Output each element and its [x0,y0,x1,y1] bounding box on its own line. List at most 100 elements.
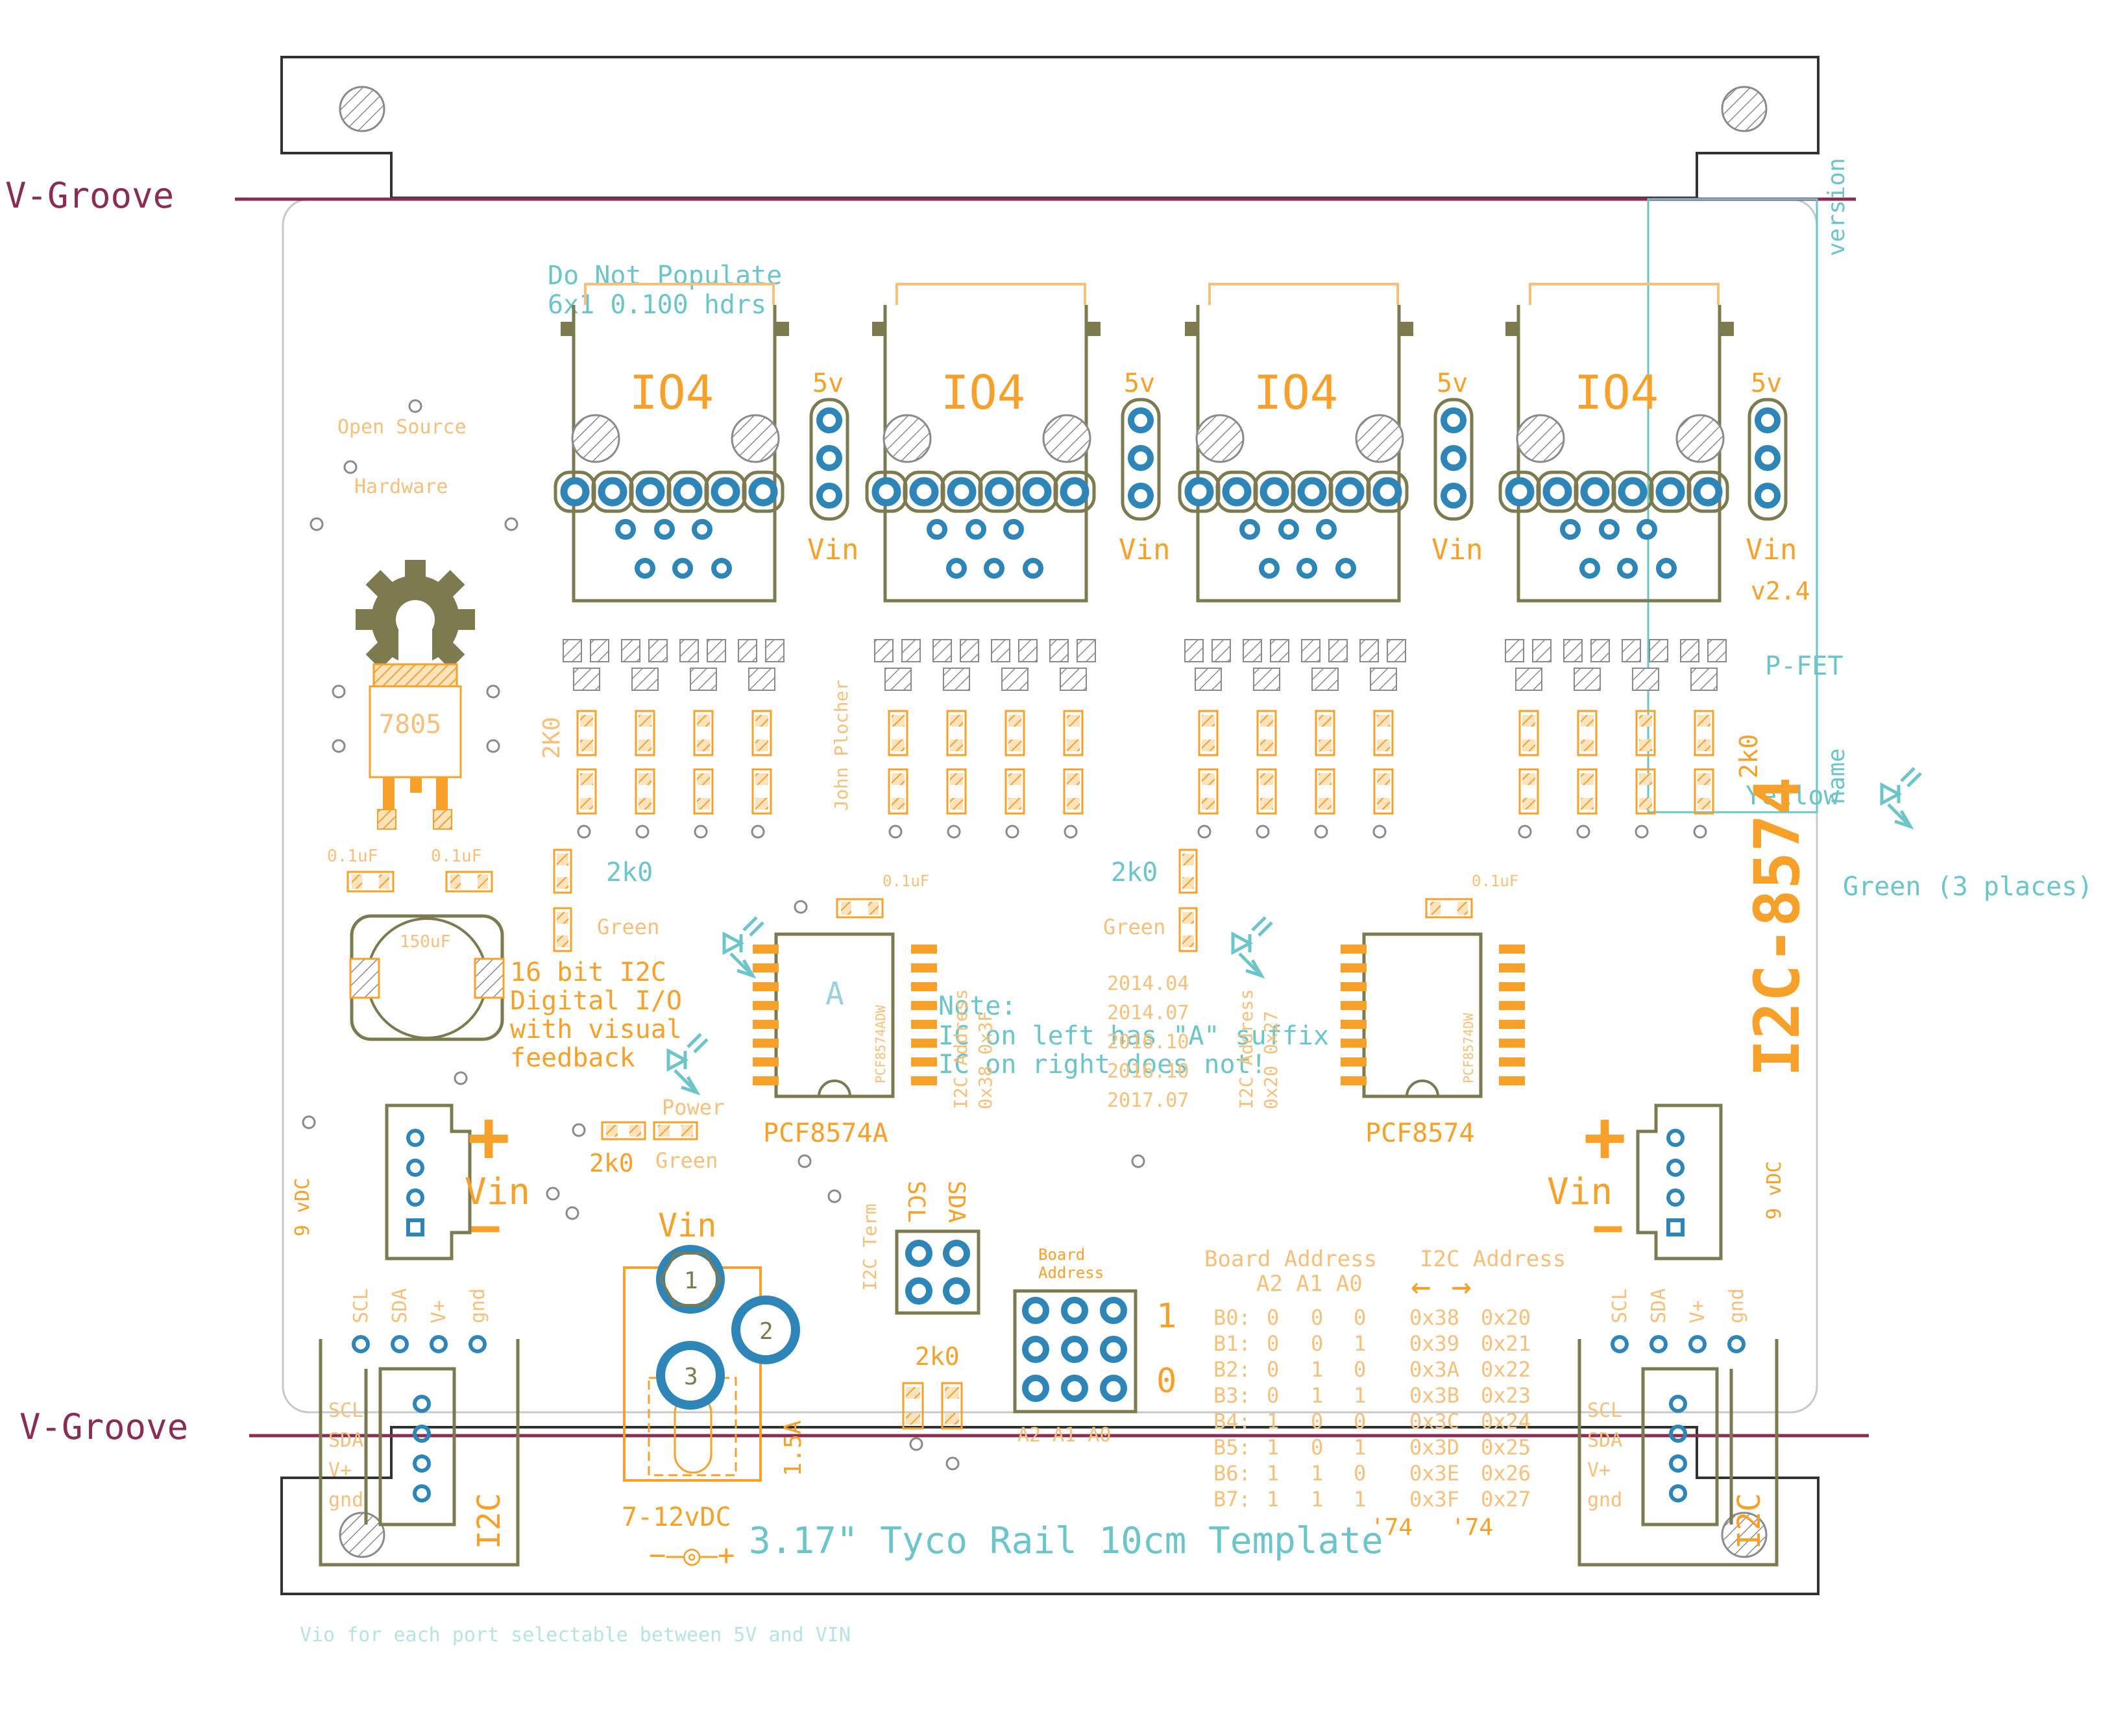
via [635,825,650,839]
i2c-addr-vert-right: I2C Address [1236,989,1257,1109]
ic-pin [1499,1076,1525,1085]
power-label: Power [662,1095,724,1120]
board-address-label-1: Board [1038,1246,1085,1264]
pin-3-label: 3 [684,1364,698,1390]
status-leds [553,849,1198,1140]
green-mid-label: Green [1103,915,1165,939]
cap-label-d: 0.1uF [1472,872,1518,890]
i2c-addr-vert-right-val: 0x20 0x27 [1260,1011,1282,1109]
via [1064,825,1078,839]
addr-table-cell: B4: [1213,1409,1251,1434]
via [1576,825,1590,839]
ic-pin [1341,1039,1367,1048]
via [947,825,961,839]
addr-title-board: Board Address [1204,1246,1377,1272]
board-address-label-2: Address [1038,1264,1104,1282]
via [888,825,903,839]
ic-pin [1499,1020,1525,1029]
addr-table-cell: 1 [1311,1461,1323,1486]
via [909,1437,923,1451]
via [827,1189,842,1203]
addr-table-cell: 0 [1311,1331,1323,1356]
addr-table-cell: 0x3B [1409,1383,1459,1408]
led-icon [722,916,764,979]
revision-date: 2014.07 [1107,1002,1189,1024]
led-channel [1359,639,1406,815]
ic-pin [1499,945,1525,954]
regulator-7805: 7805 [369,663,462,830]
led-channel [738,639,785,815]
addr-table-cell: B1: [1213,1331,1251,1356]
gear-icon [356,560,475,679]
addr-table-cell: 0x38 [1409,1305,1459,1330]
nine-vdc-left: 9 vDC [291,1178,314,1236]
note-line-3: IC on right does not! [938,1050,1267,1079]
cap-label-a: 0.1uF [327,847,378,866]
rail-outline [280,56,1820,1595]
i2c-connector-right: I2C [1577,1335,1779,1567]
i2c-addr-vert-left-val: 0x38 0x3F [975,1011,996,1109]
led-arrays [563,639,1727,815]
led-channel [621,639,668,815]
ic-right-silk: PCF8574DW [1461,1013,1476,1083]
open-source-label: Open Source [337,416,467,439]
addr-table-cell: 0 [1267,1383,1279,1408]
led-channel [991,639,1038,815]
led-channel [1680,639,1727,815]
i2c-pin-label-top: V+ [428,1300,450,1323]
green-left-label: Green [597,915,659,939]
via [1372,825,1387,839]
addr-table-cell: 0x3E [1409,1461,1459,1486]
ic-pin [1341,982,1367,991]
via [1693,825,1707,839]
addr-table-cell: 0 [1354,1305,1366,1330]
ic-pin [753,1057,779,1067]
i2c-term-label: I2C Term [859,1203,881,1291]
io4-label: IO4 [1574,365,1659,420]
ic-pin [911,1001,937,1010]
addr-table-cell: B3: [1213,1383,1251,1408]
author-label: John Plocher [831,680,852,811]
plus-left: + [467,1095,510,1178]
addr-table-cell: 0x24 [1481,1409,1531,1434]
version-label: version [1823,158,1850,256]
addr-table-cell: 1 [1354,1331,1366,1356]
ic-left: A PCF8574ADW PCF8574A [763,932,895,1148]
nine-vdc-right: 9 vDC [1763,1161,1786,1220]
five-v-label: 5v [1751,368,1782,398]
ic-left-silk: PCF8574ADW [873,1005,888,1083]
scl-hdr-label: SCL [903,1181,929,1223]
ic-left-part: PCF8574A [763,1118,888,1148]
green-3places-label: Green (3 places) [1843,872,2093,902]
desc-line-1: 16 bit I2C [510,958,666,987]
addr-table-cell: 1 [1354,1487,1366,1512]
via [794,900,808,914]
board-address-jumper: Board Address 1 0 A2 A1 A0 [1013,1246,1176,1447]
five-v-label: 5v [1437,368,1468,398]
five-v-label: 5v [812,368,844,398]
led-icon [666,1033,709,1096]
via [343,460,358,474]
minus-right: − [1592,1198,1624,1258]
ic-pin [911,945,937,954]
note-line-2: IC on left has "A" suffix [938,1021,1329,1051]
r2k0-power-label: 2k0 [589,1149,634,1177]
addr-table-cell: 0x20 [1481,1305,1531,1330]
ic-pin [1341,1001,1367,1010]
r2k0-bottom-label: 2k0 [915,1342,960,1371]
via [1005,825,1019,839]
jumper-pin [1100,1297,1127,1324]
addr-table-cell: 0 [1354,1409,1366,1434]
ic-pin [753,945,779,954]
plus-right: + [1583,1095,1626,1178]
i2c-pin-label-side: SCL [328,1399,363,1422]
cap-150uf-label: 150uF [400,932,450,952]
ic-pin [911,1039,937,1048]
via [577,825,591,839]
led-channel [1243,639,1289,815]
vgroove-label-bottom: V-Groove [19,1406,188,1447]
part-number: I2C-8574 [1741,777,1814,1077]
led-channel [679,639,726,815]
i2c-term-header: I2C Term SCL SDA 2k0 [859,1181,980,1430]
